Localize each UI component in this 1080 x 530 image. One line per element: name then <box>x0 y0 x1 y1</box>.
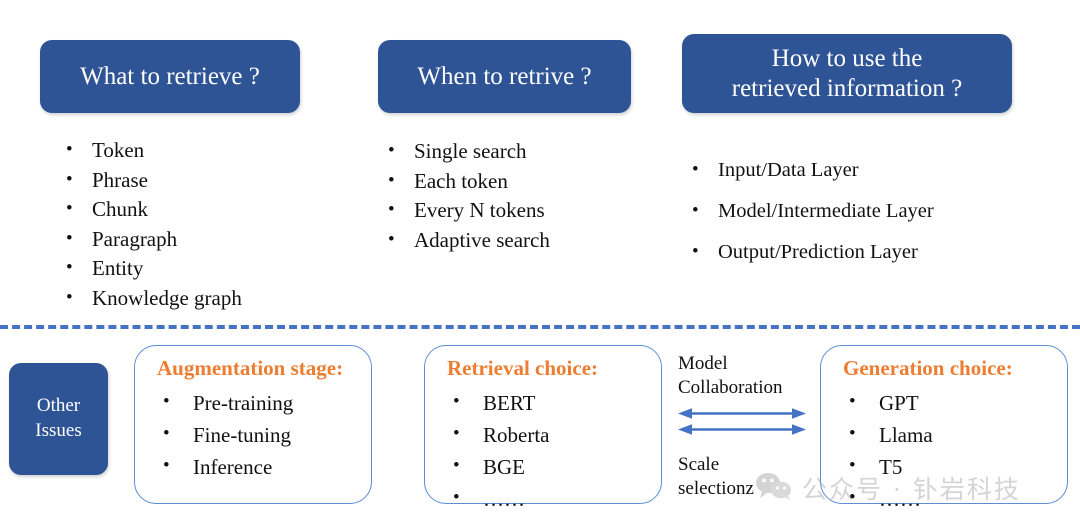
dashed-divider <box>0 325 1080 329</box>
label-scale-selection: Scale selectionz <box>678 453 754 501</box>
list-item: Fine-tuning <box>157 418 293 451</box>
list-item: Roberta <box>447 418 549 451</box>
list-item: Adaptive search <box>380 225 550 256</box>
bullet-list-when-to-retrieve: Single search Each token Every N tokens … <box>380 136 550 256</box>
list-item: …… <box>843 482 933 515</box>
list-item: Phrase <box>58 165 242 196</box>
bullet-list-how-to-use: Input/Data Layer Model/Intermediate Laye… <box>684 149 934 273</box>
card-title: Generation choice: <box>843 356 1013 380</box>
label-line: selectionz <box>678 478 754 499</box>
label-line: Collaboration <box>678 377 783 398</box>
list-item: Knowledge graph <box>58 283 242 314</box>
other-issues-box: Other Issues <box>9 363 108 475</box>
list-item: Chunk <box>58 194 242 225</box>
label-line: Model <box>678 353 728 374</box>
double-arrow-icon <box>678 407 806 420</box>
header-line: What to retrieve ? <box>80 62 260 90</box>
list-item: Entity <box>58 253 242 284</box>
header-box-text: When to retrive ? <box>417 62 591 92</box>
card-generation-choice: Generation choice: GPT Llama T5 …… <box>820 345 1068 514</box>
card-bullet-list: BERT Roberta BGE …… <box>447 386 549 515</box>
list-item: Output/Prediction Layer <box>684 231 934 273</box>
list-item: Inference <box>157 450 293 483</box>
header-box-how-to-use: How to use the retrieved information ? <box>682 34 1012 113</box>
list-item: Paragraph <box>58 224 242 255</box>
bullet-list-what-to-retrieve: Token Phrase Chunk Paragraph Entity Know… <box>58 135 242 314</box>
header-box-text: How to use the retrieved information ? <box>732 44 962 103</box>
card-title: Augmentation stage: <box>157 356 344 380</box>
header-box-what-to-retrieve: What to retrieve ? <box>40 40 300 113</box>
list-item: Pre-training <box>157 386 293 419</box>
list-item: Token <box>58 135 242 166</box>
list-item: T5 <box>843 450 933 483</box>
other-issues-line: Issues <box>35 420 82 441</box>
list-item: GPT <box>843 386 933 419</box>
list-item: Llama <box>843 418 933 451</box>
list-item: Input/Data Layer <box>684 149 934 191</box>
header-line: retrieved information ? <box>731 74 963 102</box>
header-box-when-to-retrieve: When to retrive ? <box>378 40 631 113</box>
wechat-icon <box>755 472 793 505</box>
label-model-collaboration: Model Collaboration <box>678 352 782 400</box>
list-item: BGE <box>447 450 549 483</box>
double-arrow-icon <box>678 423 806 436</box>
card-retrieval-choice: Retrieval choice: BERT Roberta BGE …… <box>424 345 662 514</box>
list-item: Single search <box>380 136 550 167</box>
card-title: Retrieval choice: <box>447 356 599 380</box>
list-item: Each token <box>380 166 550 197</box>
card-bullet-list: GPT Llama T5 …… <box>843 386 933 515</box>
card-bullet-list: Pre-training Fine-tuning Inference <box>157 386 293 483</box>
header-line: When to retrive ? <box>417 62 592 90</box>
list-item: BERT <box>447 386 549 419</box>
label-line: Scale <box>678 454 720 475</box>
other-issues-line: Other <box>36 395 81 417</box>
header-box-text: What to retrieve ? <box>80 62 260 92</box>
card-augmentation-stage: Augmentation stage: Pre-training Fine-tu… <box>134 345 372 504</box>
list-item: Every N tokens <box>380 195 550 226</box>
list-item: …… <box>447 482 549 515</box>
list-item: Model/Intermediate Layer <box>684 190 934 232</box>
header-line: How to use the <box>771 45 923 72</box>
